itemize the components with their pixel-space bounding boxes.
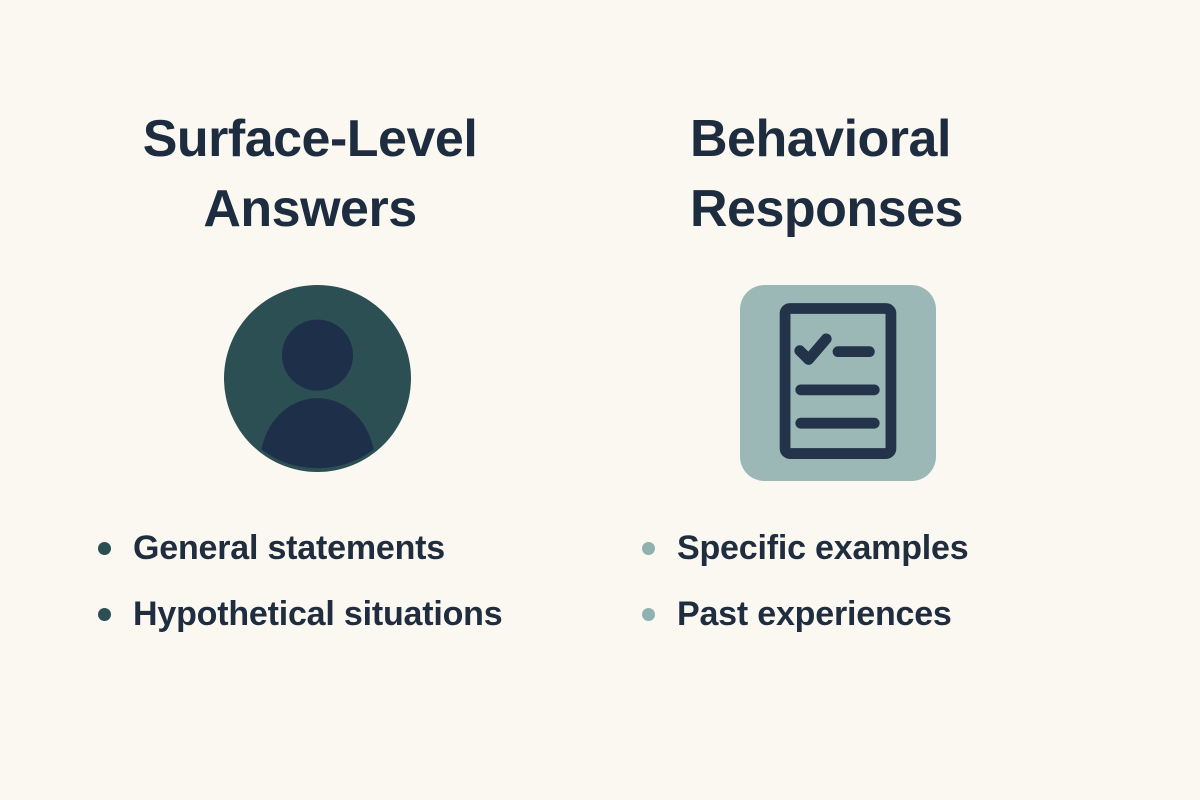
- bullet-label: Specific examples: [677, 529, 969, 567]
- checklist-document-icon: [740, 285, 936, 481]
- list-item: Past experiences: [642, 590, 968, 638]
- bullet-dot-icon: [642, 541, 655, 555]
- bullet-dot-icon: [98, 607, 111, 621]
- bullet-label: General statements: [133, 529, 445, 567]
- bullet-label: Hypothetical situations: [133, 595, 503, 633]
- bullet-label: Past experiences: [677, 595, 952, 633]
- column-heading-behavioral: Behavioral Responses: [690, 110, 963, 238]
- column-behavioral: Behavioral Responses Specific examples P…: [600, 0, 1200, 800]
- list-item: Hypothetical situations: [98, 590, 503, 638]
- bullet-dot-icon: [642, 607, 655, 621]
- bullet-list-surface-level: General statements Hypothetical situatio…: [98, 524, 503, 656]
- bullet-list-behavioral: Specific examples Past experiences: [642, 524, 969, 656]
- list-item: Specific examples: [642, 524, 969, 572]
- checklist-document-icon-wrapper: [740, 285, 936, 481]
- list-item: General statements: [98, 524, 502, 572]
- bullet-dot-icon: [98, 541, 111, 555]
- person-avatar-icon-wrapper: [224, 285, 411, 472]
- person-avatar-icon: [224, 285, 411, 472]
- column-surface-level: Surface-Level Answers General statements…: [98, 110, 503, 656]
- column-heading-surface-level: Surface-Level Answers: [142, 110, 478, 238]
